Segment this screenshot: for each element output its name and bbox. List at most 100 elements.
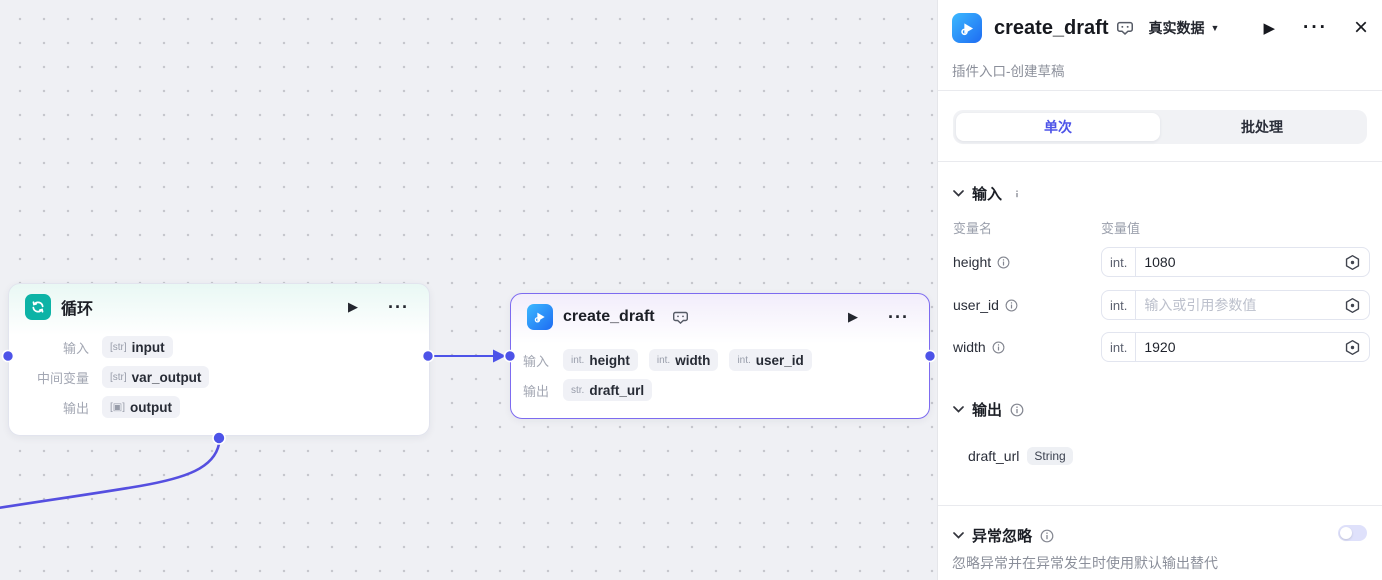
type-int-icon: int. [656,354,671,366]
plugin-link-icon [672,311,688,324]
loop-row-output: 输出 [▣] output [17,392,421,422]
plugin-node-title: create_draft [563,308,655,325]
variable-badge[interactable]: int. user_id [729,349,812,371]
height-value-input[interactable] [1136,254,1344,270]
plugin-more-button[interactable]: ··· [888,306,909,327]
chevron-down-icon [953,190,964,197]
exception-description: 忽略异常并在异常发生时使用默认输出替代 [952,555,1218,571]
info-icon [1010,187,1024,201]
panel-actions: ▶ ··· × [1263,16,1368,40]
create-draft-icon [952,13,982,43]
panel-header: create_draft 真实数据 ▼ ▶ ··· × [952,10,1368,46]
output-section-header[interactable]: 输出 [953,399,1024,420]
variable-columns: 变量名 变量值 [953,218,1370,237]
type-int-icon: int. [737,354,751,366]
exception-section-title: 异常忽略 [972,528,1033,545]
plugin-link-icon[interactable] [1116,21,1133,35]
toggle-knob [1340,527,1352,539]
width-value-input[interactable] [1136,339,1344,355]
value-box: int. [1101,332,1370,362]
variable-badge[interactable]: str. draft_url [563,379,653,401]
plugin-row-label: 输入 [522,353,549,369]
variable-badge[interactable]: [str] input [102,336,173,358]
plugin-row-inputs: 输入 int. height int. width int. user_id [519,345,921,375]
output-section-title: 输出 [972,402,1003,419]
loop-node-header: 循环 ▶ ··· [9,284,429,324]
variable-badge[interactable]: [str] var_output [102,366,210,388]
tab-single[interactable]: 单次 [956,113,1160,141]
data-mode-dropdown[interactable]: 真实数据 ▼ [1149,18,1220,38]
type-int-icon: int. [571,354,585,366]
variable-name: height [953,254,1101,270]
loop-row-input: 输入 [str] input [17,332,421,362]
loop-node-title: 循环 [61,301,94,318]
column-variable-value: 变量值 [1101,221,1141,236]
node-create-draft[interactable]: create_draft ▶ ··· 输入 int [510,293,930,419]
input-row-user-id: user_id int. [953,290,1370,320]
type-str-icon: [str] [110,371,127,383]
variable-name-label: user_id [953,297,999,313]
chevron-down-icon: ▼ [1210,23,1220,33]
type-str-icon: str. [571,384,585,396]
info-icon [1010,403,1024,417]
create-draft-icon [527,304,553,330]
variable-name: width [953,339,1101,355]
type-label: int. [1102,248,1137,276]
info-icon [997,256,1010,269]
chevron-down-icon [953,406,964,413]
node-config-panel: create_draft 真实数据 ▼ ▶ ··· × 插件入口-创建草稿 单次 [937,0,1382,580]
plugin-node-header: create_draft ▶ ··· [511,294,929,334]
type-label: int. [1102,291,1137,319]
plugin-row-outputs: 输出 str. draft_url [519,375,921,405]
column-variable-name: 变量名 [953,221,993,236]
plugin-row-label: 输出 [522,383,549,399]
output-name: draft_url [968,448,1020,464]
loop-row-label: 中间变量 [36,370,89,386]
output-type-badge: String [1027,447,1073,465]
type-str-icon: [str] [110,341,127,353]
variable-name: user_id [953,297,1101,313]
type-array-icon: [▣] [110,401,126,413]
variable-badge[interactable]: int. width [648,349,719,371]
panel-title: create_draft [994,16,1109,39]
input-row-height: height int. [953,247,1370,277]
chevron-down-icon [953,532,964,539]
edge-arrowhead [493,349,506,363]
loop-row-label: 输入 [62,340,89,356]
variable-badge[interactable]: int. height [563,349,638,371]
tab-batch[interactable]: 批处理 [1241,119,1283,135]
input-row-width: width int. [953,332,1370,362]
info-icon [1005,299,1018,312]
more-button[interactable]: ··· [1303,17,1328,38]
plugin-run-button[interactable]: ▶ [848,309,859,324]
variable-name-label: height [953,254,992,270]
value-box: int. [1101,290,1370,320]
plugin-node-rows: 输入 int. height int. width int. user_id [519,345,921,405]
exception-toggle[interactable] [1338,525,1367,541]
input-section-title: 输入 [972,186,1003,203]
divider [938,90,1382,91]
user-id-value-input[interactable] [1136,297,1344,313]
node-loop[interactable]: 循环 ▶ ··· 输入 [str] input 中间变量 [str] [8,283,430,436]
reference-icon[interactable] [1344,297,1361,314]
loop-more-button[interactable]: ··· [388,296,409,317]
info-icon [1040,529,1054,543]
info-icon [992,341,1005,354]
input-section-header[interactable]: 输入 [953,183,1024,204]
output-row-draft-url: draft_url String [968,447,1073,465]
reference-icon[interactable] [1344,339,1361,356]
run-button[interactable]: ▶ [1263,20,1275,37]
loop-row-label: 输出 [62,400,89,416]
loop-row-intermediate: 中间变量 [str] var_output [17,362,421,392]
type-label: int. [1102,333,1137,361]
loop-node-rows: 输入 [str] input 中间变量 [str] var_output 输出 [17,332,421,422]
reference-icon[interactable] [1344,254,1361,271]
loop-run-button[interactable]: ▶ [348,299,359,314]
divider [938,505,1382,506]
exception-section-header[interactable]: 异常忽略 [953,525,1054,546]
workflow-canvas[interactable]: 循环 ▶ ··· 输入 [str] input 中间变量 [str] [0,0,937,580]
variable-badge[interactable]: [▣] output [102,396,180,418]
panel-subtitle: 插件入口-创建草稿 [952,64,1065,79]
close-icon[interactable]: × [1353,14,1368,41]
